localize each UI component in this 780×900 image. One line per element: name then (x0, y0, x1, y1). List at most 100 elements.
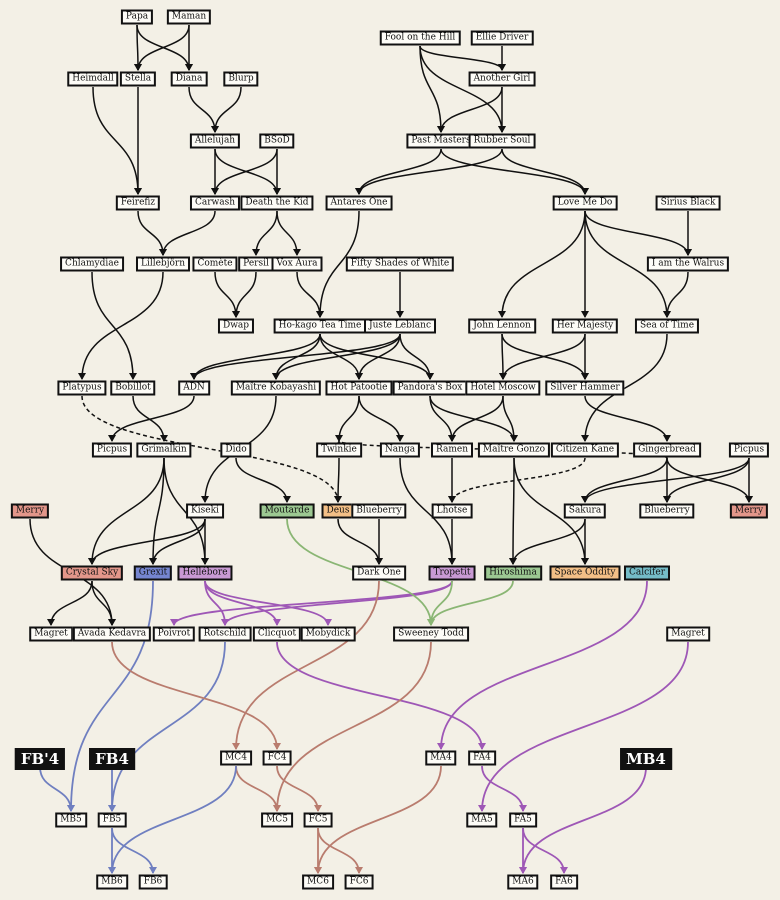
node-lhotse: Lhotse (431, 503, 473, 519)
node-moutarde: Moutarde (259, 503, 315, 519)
node-fc5: FC5 (303, 812, 333, 828)
node-picpus2: Picpus (728, 442, 770, 458)
edge-mb4-to-ma6 (519, 766, 647, 874)
node-chlamydiae: Chlamydiae (60, 256, 124, 272)
edge-kiseki-to-crystalsky (88, 518, 206, 565)
node-papa: Papa (120, 9, 154, 25)
node-pandora: Pandora's Box (392, 380, 468, 396)
node-seaoftime: Sea of Time (634, 318, 700, 334)
node-persil: Persil (238, 256, 274, 272)
node-blueberry2: Blueberry (639, 503, 695, 519)
edge-deathkid-to-persil (252, 210, 278, 256)
edge-hiroshima-to-sweeney (427, 580, 514, 626)
edge-hotelmoscow-to-ramen (448, 395, 504, 442)
edge-hokago-to-pandora (319, 333, 434, 380)
edge-hermajesty-to-hotelmoscow (499, 333, 586, 380)
edge-twinkie-to-deus (334, 457, 343, 503)
edge-tropetit-to-rotschild (221, 580, 453, 626)
edge-lovemedo-to-walrus (584, 210, 692, 256)
edge-nanga-to-tropetit (399, 457, 456, 565)
edge-fc5-to-fc6 (317, 827, 363, 874)
node-hermajesty: Her Majesty (551, 318, 619, 334)
node-gingerbread: Gingerbread (633, 442, 701, 458)
edge-voxaura-to-hokago (296, 271, 324, 318)
edge-anothergirl-to-pastmasters (437, 86, 503, 133)
node-mb5: MB5 (55, 812, 87, 828)
node-antares: Antares One (325, 195, 393, 211)
edge-pandora-to-ramen (429, 395, 456, 442)
node-fc6: FC6 (344, 874, 374, 890)
edge-papa-to-diana (136, 24, 193, 71)
node-pastmasters: Past Masters (406, 133, 476, 149)
edge-fool-to-rubbersoul (419, 45, 506, 133)
node-citizenkane: Citizen Kane (550, 442, 620, 458)
edge-lovemedo-to-lennon (498, 210, 586, 318)
edge-rotschild-to-fb5 (108, 641, 226, 812)
node-deathkid: Death the Kid (240, 195, 314, 211)
node-rubbersoul: Rubber Soul (468, 133, 536, 149)
edge-bobillot-to-grimalkin (132, 395, 168, 442)
node-dido: Dido (220, 442, 252, 458)
node-walrus: I am the Walrus (646, 256, 730, 272)
edge-lillebjorn-to-platypus (78, 271, 164, 380)
node-merry1: Merry (10, 503, 50, 519)
node-clicquot: Clicquot (252, 626, 302, 642)
edge-grexit-to-mb5 (67, 580, 154, 812)
node-mc6: MC6 (302, 874, 334, 890)
node-fa5: FA5 (509, 812, 537, 828)
edge-hotpatootie-to-twinkie (335, 395, 360, 442)
edge-calcifer-to-ma4 (437, 580, 648, 750)
node-mc5: MC5 (261, 812, 293, 828)
node-avada: Avada Kedavra (72, 626, 152, 642)
node-anothergirl: Another Girl (468, 71, 536, 87)
edge-chlamydiae-to-bobillot (91, 271, 137, 380)
node-feirefiz: Feirefiz (115, 195, 161, 211)
node-picpus1: Picpus (91, 442, 133, 458)
node-darkone: Dark One (352, 565, 406, 581)
node-sirius: Sirius Black (655, 195, 721, 211)
node-platypus: Platypus (57, 380, 107, 396)
edge-hellebore-to-mobydick (204, 580, 332, 626)
node-heimdall: Heimdall (67, 71, 119, 87)
node-fool: Fool on the Hill (379, 30, 461, 46)
node-fbp4: FB'4 (14, 748, 66, 770)
node-kobayashi: Maître Kobayashi (230, 380, 322, 396)
edge-juste-to-pandora (399, 333, 434, 380)
edge-dido-to-moutarde (235, 457, 291, 503)
edge-pastmasters-to-lovemedo (440, 148, 589, 195)
node-ellie: Ellie Driver (470, 30, 534, 46)
edge-fbp4-to-mb5 (39, 766, 75, 812)
node-carwash: Carwash (189, 195, 241, 211)
node-sweeney: Sweeney Todd (393, 626, 469, 642)
edge-platypus-to-deus (81, 395, 342, 503)
edge-juste-to-adn (190, 333, 401, 380)
node-juste: Juste Leblanc (364, 318, 436, 334)
edge-seaoftime-to-citizenkane (581, 333, 668, 442)
edge-carwash-to-lillebjorn (159, 210, 216, 256)
edge-adn-to-picpus1 (108, 395, 195, 442)
node-dwap: Dwap (217, 318, 255, 334)
edge-tropetit-to-poivrot (170, 580, 453, 626)
node-silverhammer: Silver Hammer (545, 380, 625, 396)
edge-fa4-to-fa5 (481, 765, 527, 812)
edge-pandora-to-gonzo (429, 395, 518, 442)
node-kiseki: Kiseki (186, 503, 224, 519)
node-fa6: FA6 (550, 874, 578, 890)
node-allelujah: Allelujah (189, 133, 241, 149)
node-lillebjorn: Lillebjörn (135, 256, 191, 272)
edge-kiseki-to-grexit (149, 518, 206, 565)
edge-juste-to-kobayashi (272, 333, 401, 380)
edge-clicquot-to-fa4 (276, 641, 486, 750)
node-mb6: MB6 (96, 874, 128, 890)
node-hellebore: Hellébore (177, 565, 233, 581)
edge-sakura-to-hiroshima (509, 518, 586, 565)
edge-fa5-to-fa6 (522, 827, 568, 874)
edge-crystalsky-to-avada (91, 580, 116, 626)
edge-walrus-to-seaoftime (663, 271, 689, 318)
node-calcifer: Calcifer (623, 565, 671, 581)
node-mobydick: Mobydick (300, 626, 356, 642)
edge-rubbersoul-to-antares (355, 148, 503, 195)
edge-diana-to-allelujah (188, 86, 219, 133)
edge-picpus2-to-sakura (581, 457, 750, 503)
